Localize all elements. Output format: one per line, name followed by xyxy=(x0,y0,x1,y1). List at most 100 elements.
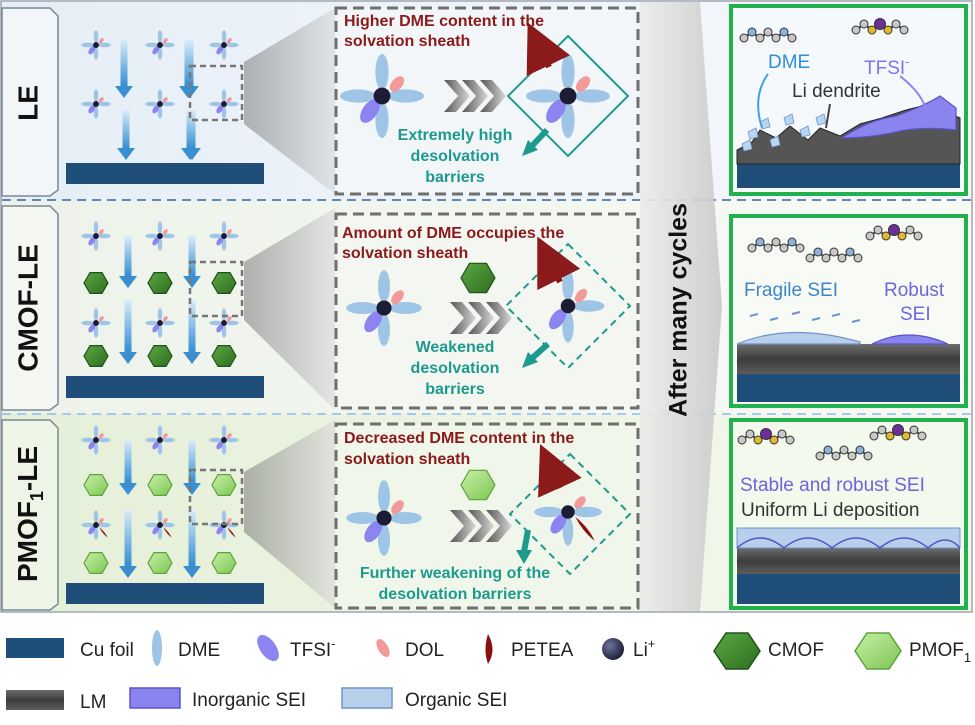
chain-atom xyxy=(888,224,900,236)
dme-molecule xyxy=(145,101,158,107)
solvation-cluster xyxy=(145,89,175,119)
dme-molecule xyxy=(93,308,99,321)
dol-molecule xyxy=(162,229,168,235)
chain-atom xyxy=(855,445,865,455)
row-title-le: LE xyxy=(12,85,43,121)
arrow-shaft xyxy=(122,110,130,150)
dme-molecule xyxy=(145,522,158,528)
sei-crack xyxy=(791,311,801,315)
dme-molecule xyxy=(162,522,175,528)
cmof-particle xyxy=(211,345,237,367)
cmof-bottom-line-3: barriers xyxy=(425,381,485,398)
chain-atom xyxy=(787,33,797,43)
tfsi-molecule xyxy=(216,46,224,55)
chain-atom xyxy=(763,27,773,37)
chain-atom xyxy=(747,243,757,253)
dol-molecule xyxy=(98,229,104,235)
organic-sei-cmof xyxy=(736,331,861,345)
chain-atom xyxy=(747,27,757,37)
dme-molecule xyxy=(221,425,227,438)
arrow-shaft xyxy=(120,40,128,88)
solvation-cluster xyxy=(346,270,422,346)
dme-molecule xyxy=(93,221,99,234)
arrow-shaft xyxy=(186,40,194,88)
dme-molecule xyxy=(221,510,227,523)
dol-molecule xyxy=(391,290,404,305)
dol-molecule xyxy=(226,433,232,439)
tfsi-molecule xyxy=(88,46,96,55)
diffusion-arrow xyxy=(183,510,201,578)
legend-inorganic-swatch xyxy=(129,687,181,709)
li-ion xyxy=(93,233,99,239)
li-ion xyxy=(93,42,99,48)
tfsi-molecule xyxy=(216,324,224,333)
dol-molecule xyxy=(162,97,168,103)
chain-atom xyxy=(883,25,893,35)
dme-molecule xyxy=(93,106,99,119)
chain-atom xyxy=(847,451,857,461)
arrow-shaft xyxy=(124,300,132,354)
legend-dme-swatch xyxy=(152,630,162,666)
dme-molecule xyxy=(81,437,94,443)
solvation-cluster xyxy=(209,308,239,338)
dme-molecule xyxy=(221,325,227,338)
pmof-desolvation-arrowhead xyxy=(516,550,532,564)
dme-chain-molecule xyxy=(739,27,797,43)
legend-inorganic-label: Inorganic SEI xyxy=(192,690,306,711)
dol-molecule xyxy=(98,518,104,524)
dme-molecule xyxy=(157,30,163,43)
li-ion xyxy=(221,101,227,107)
diffusion-arrow xyxy=(119,510,137,578)
legend-cu-foil-swatch xyxy=(6,638,64,658)
chain-atom xyxy=(779,27,789,37)
dme-molecule xyxy=(81,320,94,326)
dol-molecule xyxy=(162,433,168,439)
petea-molecule xyxy=(575,516,595,541)
tfsi-chain-molecule xyxy=(869,424,927,441)
arrow-head xyxy=(119,276,137,288)
arrow-head xyxy=(183,276,201,288)
dol-molecule xyxy=(574,288,588,303)
le-tfsi-label: TFSI- xyxy=(864,54,910,79)
dme-molecule xyxy=(226,101,239,107)
cmof-particle xyxy=(147,272,173,294)
zoom-box-le xyxy=(188,64,244,122)
chain-atom xyxy=(877,425,887,435)
li-ion xyxy=(157,233,163,239)
sei-fragment xyxy=(783,113,795,126)
li-ion xyxy=(559,87,577,105)
chain-atom xyxy=(755,237,765,247)
dme-molecule xyxy=(162,42,175,48)
solvation-cluster xyxy=(145,221,175,251)
chain-atom xyxy=(874,18,886,30)
solvation-cluster xyxy=(145,510,175,540)
dol-molecule xyxy=(162,518,168,524)
tfsi-chain-molecule xyxy=(851,18,909,35)
pmof-particle xyxy=(211,551,237,575)
tfsi-molecule xyxy=(216,105,224,114)
dme-molecule xyxy=(93,30,99,43)
chain-atom xyxy=(851,25,861,35)
dol-molecule xyxy=(226,518,232,524)
dme-molecule xyxy=(226,320,239,326)
pmof-out-arrow xyxy=(538,444,582,498)
chevron xyxy=(450,510,476,542)
solvation-cluster xyxy=(209,425,239,455)
diffusion-arrow xyxy=(183,110,201,160)
tfsi-molecule xyxy=(88,105,96,114)
solvation-cluster xyxy=(81,425,111,455)
solvation-details xyxy=(340,22,632,576)
sei-crack xyxy=(851,319,861,323)
dme-molecule xyxy=(157,510,163,523)
chain-atom xyxy=(737,435,747,445)
dme-molecule xyxy=(562,269,574,301)
chain-atom xyxy=(885,431,895,441)
dme-molecule xyxy=(221,442,227,455)
dme-molecule xyxy=(162,101,175,107)
dme-molecule xyxy=(145,42,158,48)
diffusion-arrow xyxy=(119,440,137,495)
chevron xyxy=(462,80,488,112)
after-cycles-arrow: After many cycles xyxy=(640,2,722,611)
dme-molecule xyxy=(221,238,227,251)
zoom-funnels xyxy=(244,8,335,608)
